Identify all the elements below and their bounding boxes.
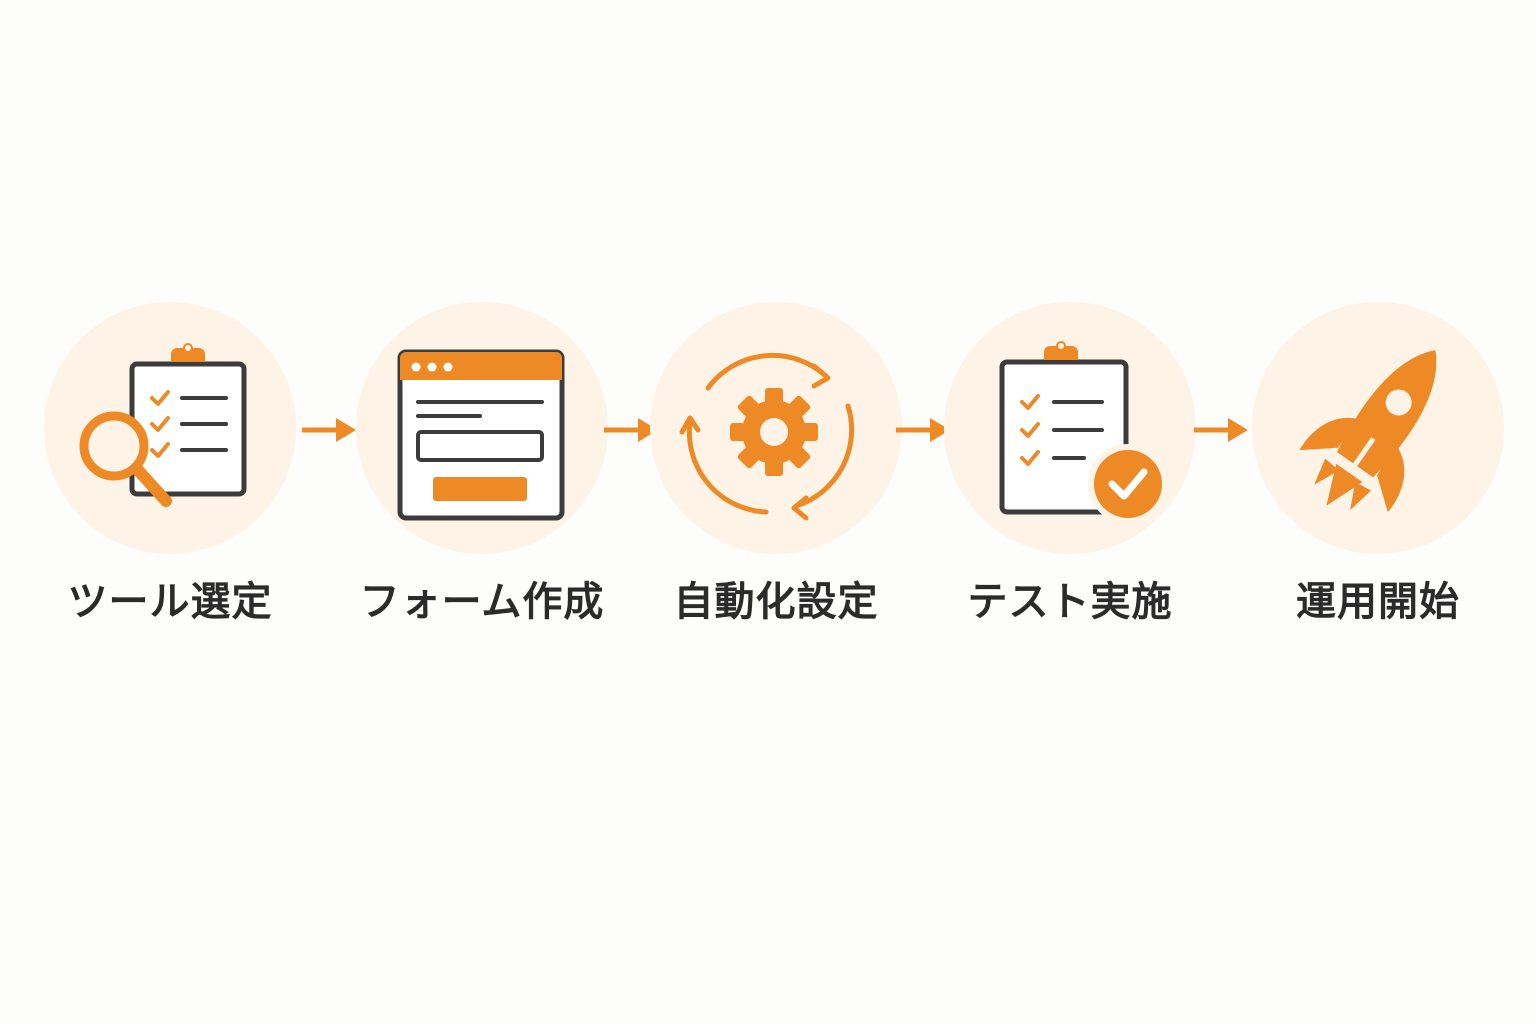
arrow-right-icon	[896, 418, 950, 442]
arrow-right-icon	[604, 418, 658, 442]
step-label: 自動化設定	[673, 579, 879, 625]
step-label: テスト実施	[967, 579, 1173, 625]
clipboard-search-icon	[79, 343, 247, 507]
gear-cycle-icon	[679, 352, 855, 521]
arrow-right-icon	[1194, 418, 1248, 442]
web-form-icon	[397, 349, 565, 521]
step-label: ツール選定	[67, 579, 273, 625]
clipboard-check-icon	[999, 341, 1168, 524]
arrow-right-icon	[302, 418, 356, 442]
rocket-icon	[1299, 350, 1437, 513]
step-label: 運用開始	[1296, 579, 1460, 625]
step-label: フォーム作成	[359, 579, 605, 625]
